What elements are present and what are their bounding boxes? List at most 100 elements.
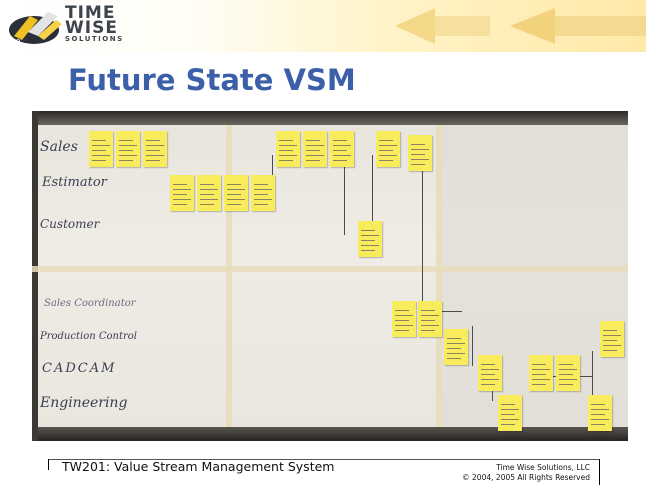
- note-ruled-line: [254, 194, 268, 195]
- note-ruled-line: [447, 358, 461, 359]
- sticky-note: [143, 131, 167, 167]
- note-ruled-line: [559, 364, 573, 365]
- note-ruled-line: [254, 204, 268, 205]
- footer-company: Time Wise Solutions, LLC: [496, 463, 590, 472]
- note-ruled-line: [200, 204, 214, 205]
- note-ruled-line: [411, 149, 429, 150]
- note-ruled-line: [532, 384, 546, 385]
- note-ruled-line: [532, 364, 546, 365]
- sticky-note: [224, 175, 248, 211]
- note-ruled-line: [395, 320, 409, 321]
- sticky-note: [170, 175, 194, 211]
- flow-line: [344, 155, 345, 235]
- note-ruled-line: [279, 160, 293, 161]
- note-ruled-line: [421, 315, 439, 316]
- note-ruled-line: [333, 140, 347, 141]
- sticky-note: [478, 355, 502, 391]
- header-banner: 9 TIME WISE SOLUTIONS: [0, 0, 646, 52]
- note-ruled-line: [333, 150, 347, 151]
- note-ruled-line: [447, 338, 461, 339]
- note-ruled-line: [379, 160, 393, 161]
- note-ruled-line: [411, 159, 429, 160]
- note-ruled-line: [559, 384, 573, 385]
- note-ruled-line: [254, 184, 268, 185]
- note-ruled-line: [92, 160, 106, 161]
- tape-horizontal: [32, 266, 628, 272]
- footer-divider: [48, 459, 600, 460]
- note-ruled-line: [447, 353, 465, 354]
- sticky-note: [358, 221, 382, 257]
- note-ruled-line: [559, 379, 577, 380]
- note-ruled-line: [447, 348, 461, 349]
- note-ruled-line: [173, 184, 187, 185]
- note-ruled-line: [306, 155, 324, 156]
- sticky-note: [418, 301, 442, 337]
- note-ruled-line: [306, 160, 320, 161]
- note-ruled-line: [333, 145, 351, 146]
- banner-arrow-decoration: [395, 8, 435, 44]
- note-ruled-line: [92, 150, 106, 151]
- note-ruled-line: [306, 145, 324, 146]
- row-label-engineering: Engineering: [40, 395, 128, 411]
- note-ruled-line: [279, 155, 297, 156]
- note-ruled-line: [119, 150, 133, 151]
- note-ruled-line: [379, 150, 393, 151]
- note-ruled-line: [481, 364, 495, 365]
- note-ruled-line: [421, 330, 435, 331]
- row-label-customer: Customer: [40, 217, 100, 231]
- note-ruled-line: [421, 310, 435, 311]
- photo-frame-top: [32, 111, 628, 125]
- vsm-photo: Sales Estimator Customer Sales Coordinat…: [32, 111, 628, 441]
- note-ruled-line: [279, 140, 293, 141]
- footer-copyright-block: Time Wise Solutions, LLC © 2004, 2005 Al…: [462, 463, 590, 483]
- footer-copyright: © 2004, 2005 All Rights Reserved: [462, 473, 590, 482]
- note-ruled-line: [254, 189, 272, 190]
- note-ruled-line: [146, 160, 160, 161]
- row-label-production-control: Production Control: [40, 331, 137, 342]
- svg-text:9: 9: [16, 38, 20, 46]
- footer-course-title: TW201: Value Stream Management System: [62, 459, 335, 474]
- note-ruled-line: [200, 194, 214, 195]
- logo-line-solutions: SOLUTIONS: [65, 35, 124, 43]
- sticky-note: [600, 321, 624, 357]
- note-ruled-line: [481, 369, 499, 370]
- note-ruled-line: [279, 150, 293, 151]
- sticky-note: [197, 175, 221, 211]
- note-ruled-line: [411, 154, 425, 155]
- flow-line: [272, 155, 273, 185]
- note-ruled-line: [306, 140, 320, 141]
- note-ruled-line: [411, 144, 425, 145]
- note-ruled-line: [532, 374, 546, 375]
- sticky-note: [330, 131, 354, 167]
- note-ruled-line: [591, 404, 605, 405]
- banner-arrow-decoration: [510, 8, 555, 44]
- sticky-note: [376, 131, 400, 167]
- flow-line: [432, 311, 462, 312]
- note-ruled-line: [146, 155, 164, 156]
- note-ruled-line: [591, 409, 609, 410]
- note-ruled-line: [173, 204, 187, 205]
- note-ruled-line: [361, 240, 375, 241]
- note-ruled-line: [481, 384, 495, 385]
- sticky-note: [498, 395, 522, 431]
- note-ruled-line: [501, 414, 515, 415]
- note-ruled-line: [603, 335, 621, 336]
- sticky-note: [408, 135, 432, 171]
- note-ruled-line: [379, 140, 393, 141]
- row-label-sales: Sales: [40, 139, 78, 155]
- note-ruled-line: [227, 204, 241, 205]
- flow-line: [372, 155, 373, 235]
- tape-vertical: [436, 125, 442, 427]
- note-ruled-line: [421, 325, 439, 326]
- note-ruled-line: [603, 340, 617, 341]
- note-ruled-line: [333, 155, 351, 156]
- note-ruled-line: [379, 155, 397, 156]
- row-label-sales-coordinator: Sales Coordinator: [44, 298, 136, 309]
- photo-frame-left: [32, 111, 38, 441]
- note-ruled-line: [395, 310, 409, 311]
- photo-frame-bottom: [32, 427, 628, 441]
- note-ruled-line: [200, 199, 218, 200]
- note-ruled-line: [227, 194, 241, 195]
- banner-arrow-body: [555, 16, 646, 36]
- row-label-estimator: Estimator: [42, 175, 107, 190]
